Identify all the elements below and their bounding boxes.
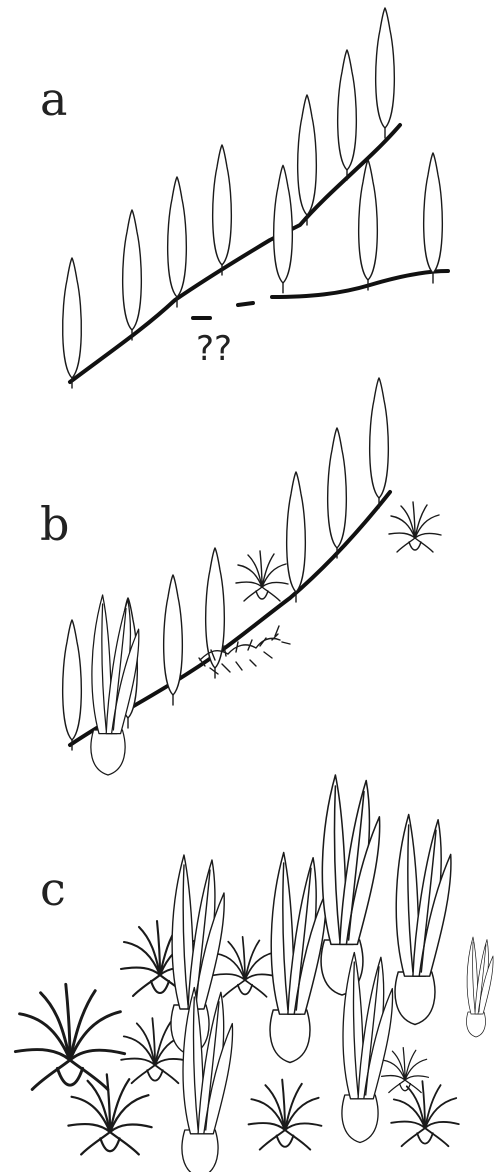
shoots-a <box>63 8 443 388</box>
tufts-c <box>15 921 458 1154</box>
panel-label-c: c <box>40 862 66 916</box>
panel-label-a: a <box>40 72 67 126</box>
tuft-b-1 <box>236 551 288 601</box>
panel-a: a ?? <box>40 8 448 388</box>
panel-c: c <box>15 775 493 1172</box>
rhizome-a-lower <box>272 271 448 297</box>
rhizome-a-gap <box>193 303 253 318</box>
bulb-plants-c <box>171 775 493 1172</box>
panel-label-b: b <box>40 497 69 551</box>
panel-b: b <box>40 378 441 775</box>
tuft-b-2 <box>389 502 441 552</box>
unknown-connection-annotation: ?? <box>196 329 232 369</box>
